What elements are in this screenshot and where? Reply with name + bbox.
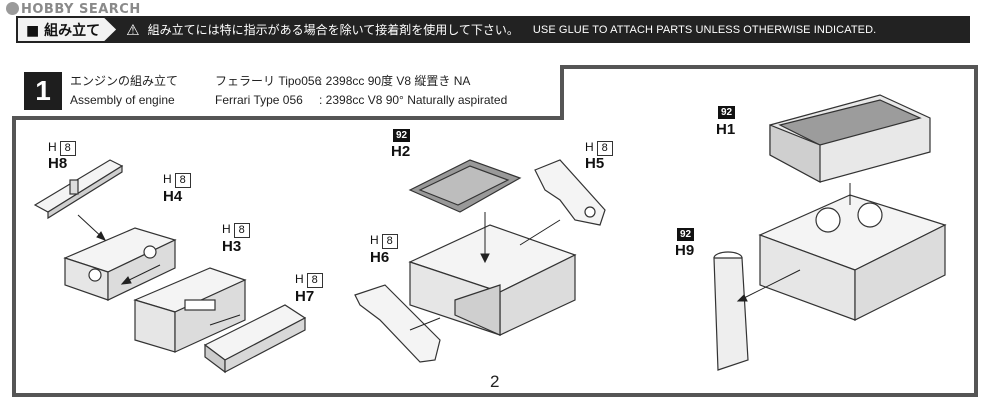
spec-jp: フェラーリ Tipo056 : 2398cc 90度 V8 縦置き NA bbox=[215, 72, 470, 89]
tag-h9: 92 bbox=[677, 228, 695, 241]
spec-jp-value: : 2398cc 90度 V8 縦置き NA bbox=[319, 74, 471, 88]
hobby-search-watermark: HOBBY SEARCH bbox=[6, 2, 141, 17]
part-h9-drawing bbox=[713, 251, 749, 371]
engine-block-right-drawing bbox=[758, 194, 947, 321]
tag-h2: 92 bbox=[393, 129, 411, 142]
label-h1: H1 bbox=[716, 121, 736, 138]
part-h2-drawing bbox=[408, 159, 522, 213]
glue-note-en: USE GLUE TO ATTACH PARTS UNLESS OTHERWIS… bbox=[532, 23, 877, 36]
step-title-en: Assembly of engine bbox=[70, 93, 175, 107]
page-number: 2 bbox=[484, 372, 506, 392]
step-title-jp: エンジンの組み立て bbox=[70, 74, 179, 88]
hobby-search-logo-icon bbox=[6, 2, 19, 15]
engine-block-middle-drawing bbox=[408, 224, 577, 336]
label-h2: H2 bbox=[391, 143, 411, 160]
label-h7: H7 bbox=[295, 288, 315, 305]
glue-note-jp: 組み立てには特に指示がある場合を除いて接着剤を使用して下さい。 bbox=[147, 23, 519, 37]
tag-h1: 92 bbox=[718, 106, 736, 119]
part-h7-drawing bbox=[203, 304, 307, 374]
label-h6: H6 bbox=[370, 249, 390, 266]
part-h8-drawing bbox=[33, 159, 124, 220]
spec-jp-name: フェラーリ Tipo056 bbox=[215, 74, 322, 88]
label-h8: H8 bbox=[48, 155, 68, 172]
spec-en-name: Ferrari Type 056 bbox=[215, 93, 303, 107]
label-h4: H4 bbox=[163, 188, 183, 205]
part-h1-drawing bbox=[769, 94, 931, 184]
part-h6-drawing bbox=[354, 284, 441, 363]
warning-icon: ⚠ bbox=[126, 20, 140, 39]
label-h9: H9 bbox=[675, 242, 695, 259]
part-h5-drawing bbox=[534, 159, 606, 226]
spec-en: Ferrari Type 056 : 2398cc V8 90° Natural… bbox=[215, 93, 507, 107]
label-h5: H5 bbox=[585, 155, 605, 172]
section-title: ■ 組み立て bbox=[18, 18, 117, 41]
part-h4-drawing bbox=[63, 227, 177, 301]
part-h3-drawing bbox=[133, 267, 247, 353]
label-h3: H3 bbox=[222, 238, 242, 255]
step-number: 1 bbox=[24, 72, 62, 110]
assembly-header-bar: ■ 組み立て ⚠ 組み立てには特に指示がある場合を除いて接着剤を使用して下さい。… bbox=[16, 16, 970, 43]
spec-en-value: : 2398cc V8 90° Naturally aspirated bbox=[319, 93, 508, 107]
